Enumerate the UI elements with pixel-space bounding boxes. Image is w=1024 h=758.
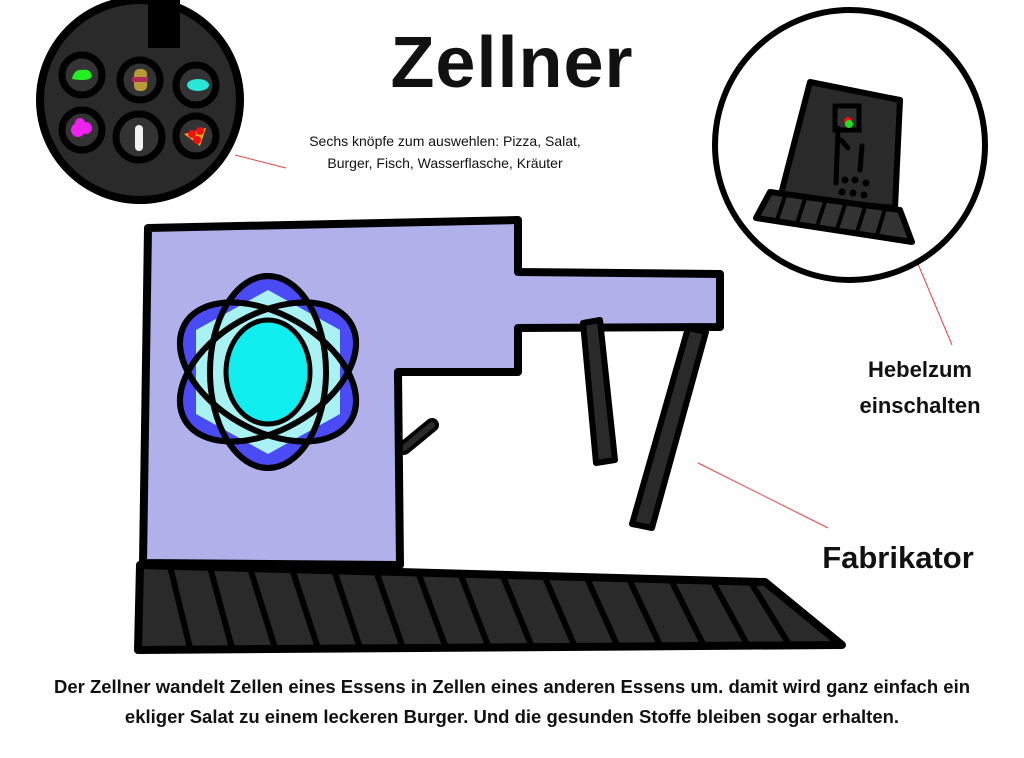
burger-button[interactable] <box>116 56 164 104</box>
fish-button[interactable] <box>172 61 220 109</box>
pizza-button[interactable] <box>172 112 220 160</box>
atom-icon <box>176 273 360 471</box>
small-nozzle <box>580 317 618 466</box>
large-nozzle <box>629 325 709 531</box>
button-panel-detail <box>36 0 244 204</box>
lever-label-line1: Hebelzum <box>868 357 972 382</box>
conveyor-base <box>134 561 846 654</box>
buttons-annotation: Sechs knöpfe zum auswehlen: Pizza, Salat… <box>309 133 581 171</box>
lever-label-line2: einschalten <box>859 393 981 418</box>
page-title: Zellner <box>390 23 634 103</box>
salad-button[interactable] <box>58 106 106 154</box>
water-bottle-button[interactable] <box>112 110 166 164</box>
annotation-line-fabricator <box>697 462 829 529</box>
description-line1: Der Zellner wandelt Zellen eines Essens … <box>53 676 971 697</box>
lever-detail <box>712 7 988 283</box>
lever-annotation: Hebelzum einschalten <box>830 352 1010 424</box>
description-line2: ekliger Salat zu einem leckeren Burger. … <box>124 706 900 727</box>
fabricator-machine <box>134 216 846 654</box>
description: Der Zellner wandelt Zellen eines Essens … <box>0 672 1024 732</box>
fabricator-annotation: Fabrikator <box>822 540 974 575</box>
annotation-line-buttons <box>234 154 287 169</box>
herbs-button[interactable] <box>58 51 106 99</box>
conveyor-stripes <box>167 565 793 650</box>
